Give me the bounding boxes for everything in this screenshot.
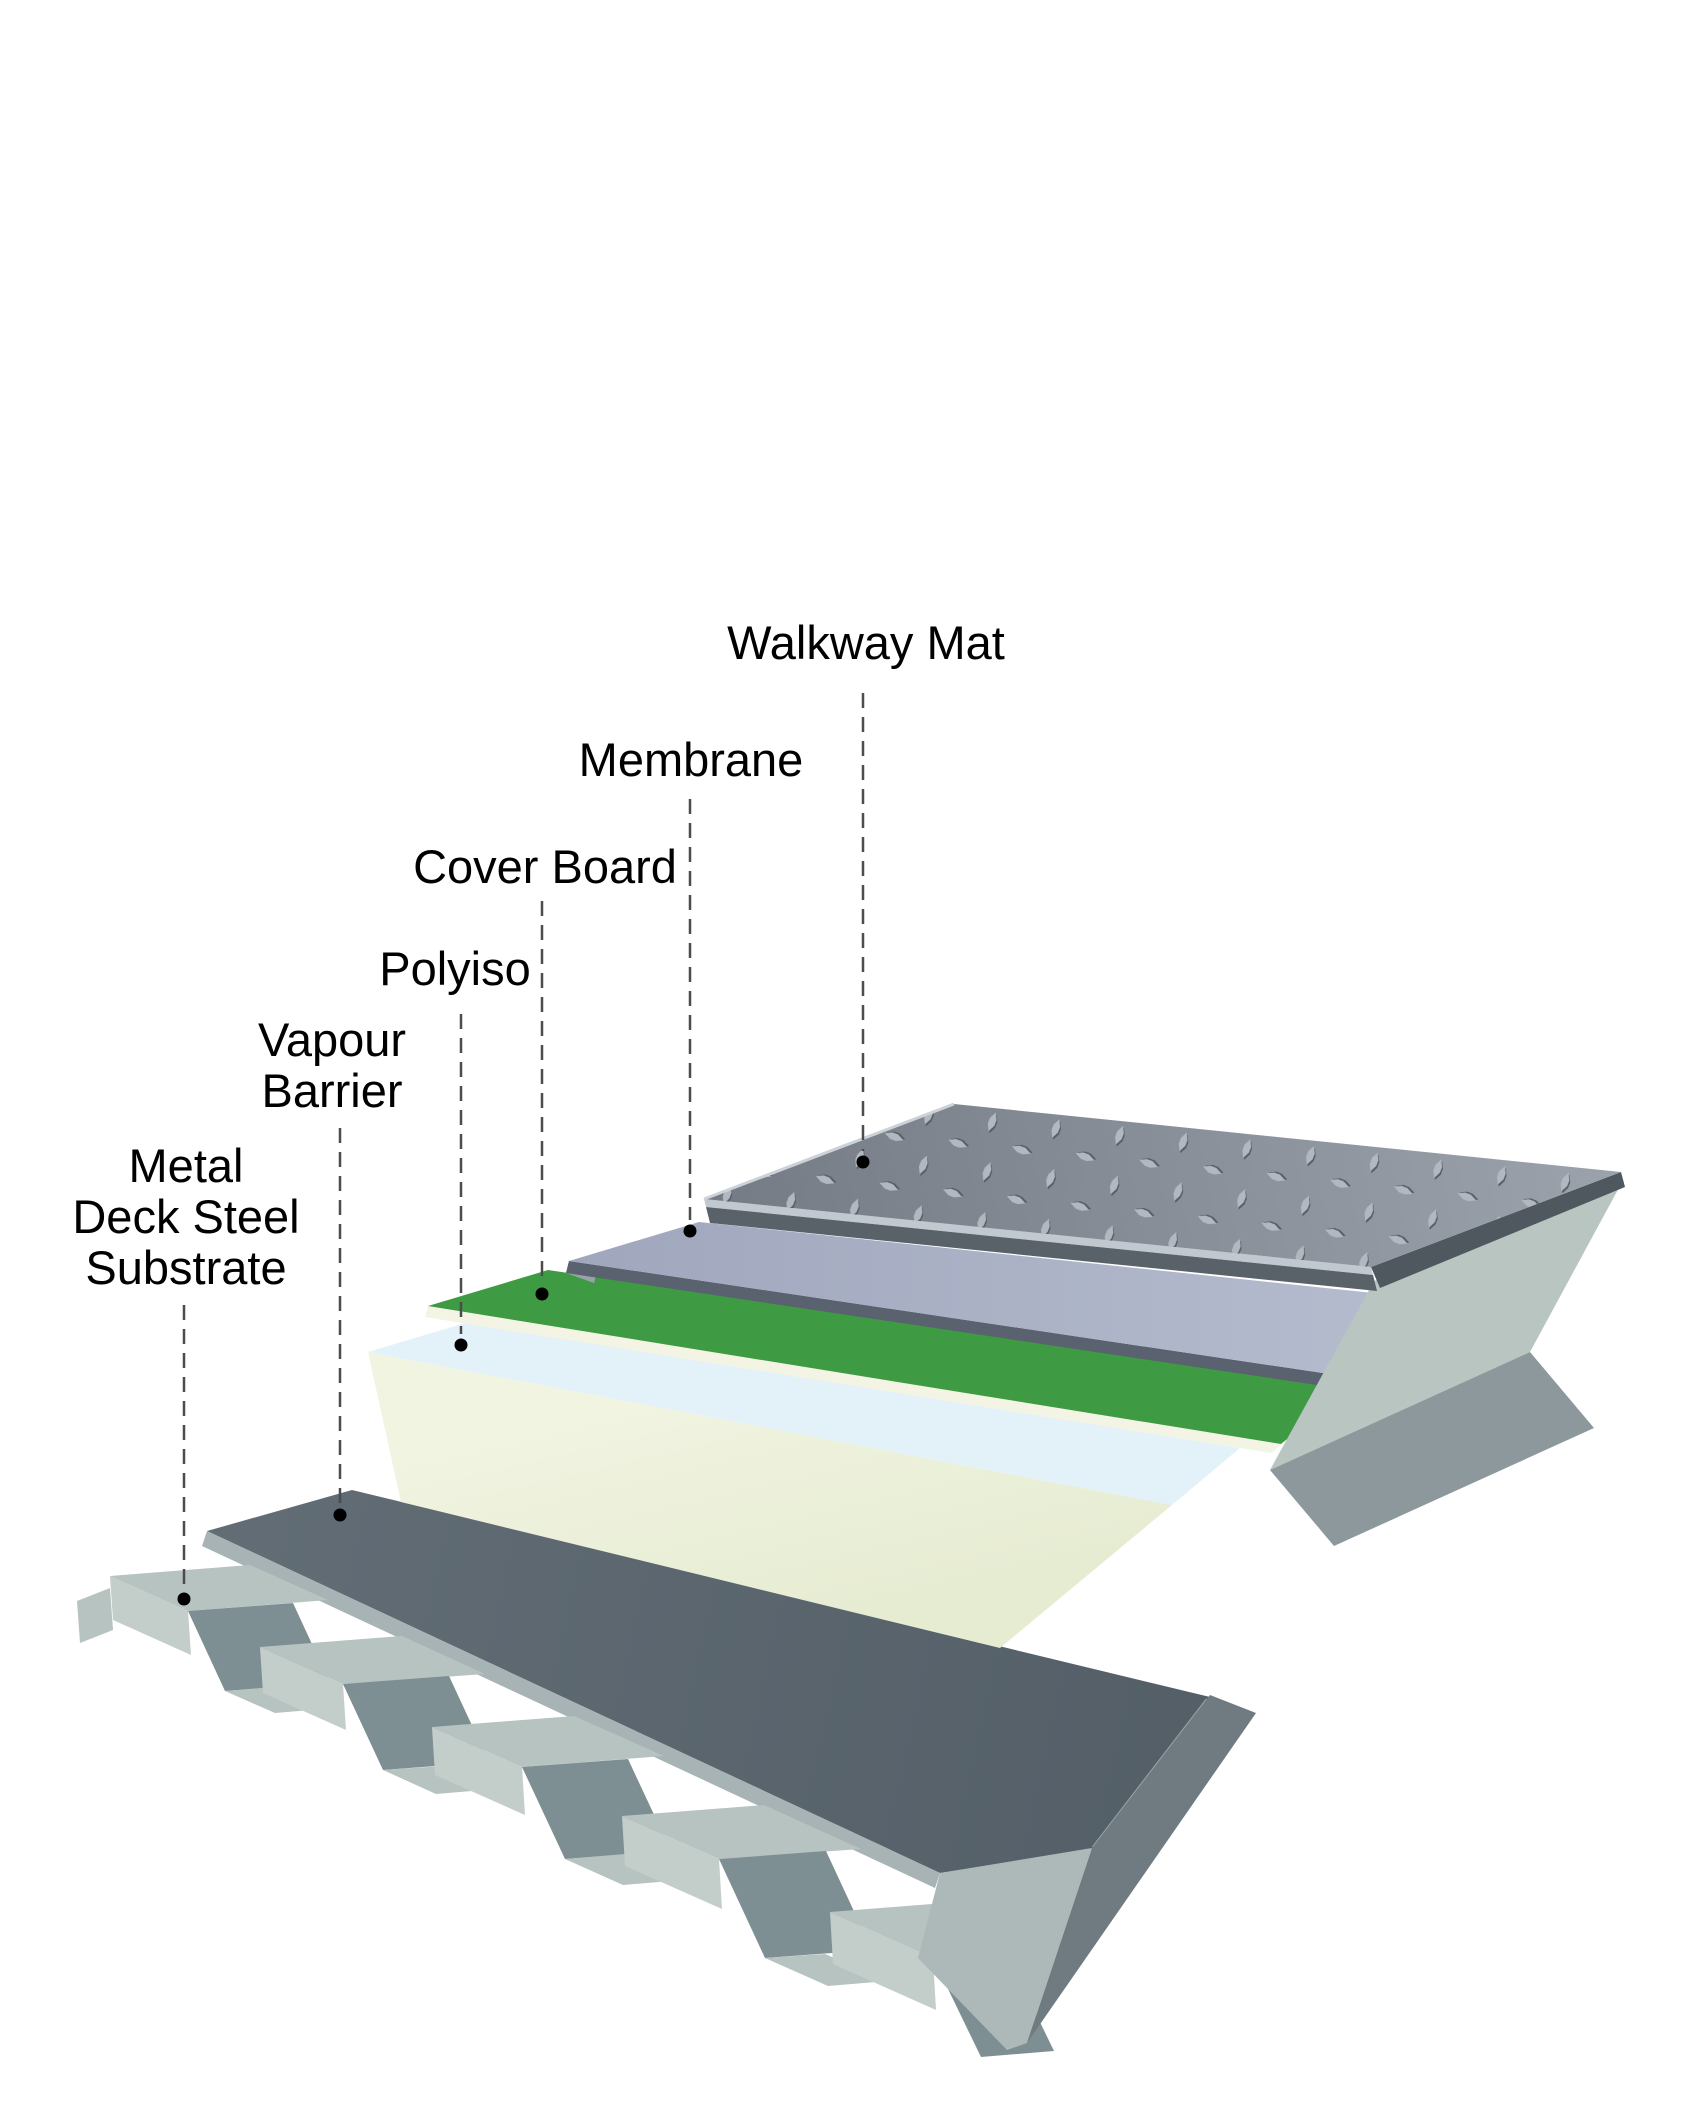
deck-flute-cut-edge bbox=[110, 1576, 191, 1655]
deck-flute-cut-edge bbox=[830, 1912, 936, 2010]
deck-flute-wing bbox=[77, 1588, 113, 1643]
leader-dot-walkway-mat bbox=[856, 1155, 870, 1169]
label-metal-deck-line2: Deck Steel bbox=[72, 1190, 300, 1243]
walkway-mat-diamond-texture bbox=[704, 1104, 1621, 1267]
walkway-mat-edge-highlight bbox=[703, 1102, 955, 1201]
deck-flute-cut-edge bbox=[622, 1816, 722, 1909]
deck-flute-cut-edge bbox=[260, 1647, 346, 1730]
deck-flute-cut-edge bbox=[432, 1727, 525, 1815]
leader-dots bbox=[177, 1155, 870, 1606]
cover-board-core-edge bbox=[425, 1306, 1281, 1453]
right-shadow-slab bbox=[1270, 1352, 1594, 1546]
walkway-mat-bevel-light bbox=[704, 1199, 1373, 1275]
label-walkway-mat: Walkway Mat bbox=[727, 617, 1005, 668]
label-walkway-mat-text: Walkway Mat bbox=[727, 616, 1005, 669]
walkway-mat-bevel-dark bbox=[706, 1207, 1377, 1291]
leader-dot-metal-deck bbox=[177, 1592, 191, 1606]
deck-flute-valley bbox=[765, 1954, 888, 1986]
label-membrane-text: Membrane bbox=[578, 733, 804, 786]
label-vapour-barrier-line2: Barrier bbox=[261, 1064, 403, 1117]
vapour-barrier-right-end-face bbox=[1027, 1695, 1256, 2043]
right-side-faces bbox=[918, 1184, 1621, 2050]
vapour-barrier-top-face bbox=[207, 1490, 1210, 1873]
polyiso-layer bbox=[368, 1323, 1240, 1648]
walkway-mat-layer bbox=[703, 1102, 1625, 1291]
label-cover-board: Cover Board bbox=[413, 841, 677, 892]
label-vapour-barrier: Vapour Barrier bbox=[258, 1014, 406, 1116]
leader-lines bbox=[182, 693, 865, 1588]
deck-top-strip bbox=[202, 1531, 940, 1888]
leader-dot-polyiso bbox=[454, 1338, 468, 1352]
membrane-layer bbox=[566, 1222, 1459, 1391]
label-polyiso: Polyiso bbox=[379, 943, 531, 994]
label-membrane: Membrane bbox=[579, 734, 804, 785]
cover-board-layer bbox=[425, 1270, 1350, 1453]
deck-flute-top-flat bbox=[622, 1805, 861, 1859]
label-metal-deck-line3: Substrate bbox=[85, 1241, 287, 1294]
polyiso-right-end-face bbox=[1270, 1184, 1621, 1470]
label-vapour-barrier-line1: Vapour bbox=[257, 1013, 407, 1066]
deck-flute-top-flat bbox=[110, 1565, 328, 1611]
cover-board-top-face bbox=[428, 1270, 1350, 1444]
membrane-thickness-edge bbox=[566, 1261, 1363, 1391]
label-cover-board-text: Cover Board bbox=[413, 840, 677, 893]
label-polyiso-text: Polyiso bbox=[379, 942, 531, 995]
leader-dot-membrane bbox=[683, 1224, 697, 1238]
deck-right-end-face bbox=[918, 1848, 1092, 2050]
metal-deck-layer bbox=[77, 1531, 1073, 2057]
polyiso-front-face bbox=[368, 1352, 1172, 1648]
membrane-top-face bbox=[569, 1222, 1459, 1379]
leader-dot-vapour-barrier bbox=[333, 1508, 347, 1522]
deck-flute-top-flat bbox=[432, 1716, 664, 1767]
walkway-mat-right-bevel bbox=[1371, 1172, 1625, 1288]
polyiso-top-face bbox=[368, 1323, 1240, 1505]
label-metal-deck: Metal Deck Steel Substrate bbox=[72, 1140, 299, 1293]
deck-flute-top-flat bbox=[260, 1636, 485, 1684]
label-metal-deck-line1: Metal bbox=[128, 1139, 244, 1192]
leader-dot-cover-board bbox=[535, 1287, 549, 1301]
